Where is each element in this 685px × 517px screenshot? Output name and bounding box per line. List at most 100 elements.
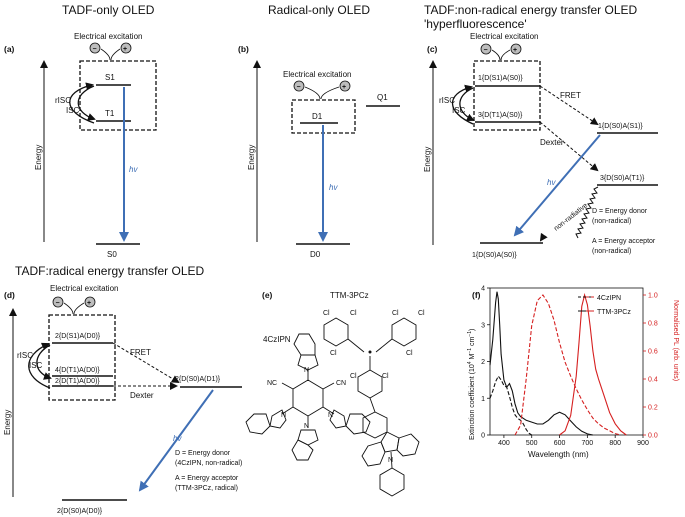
panel-f-label: (f) [472,290,481,300]
chart-ylabel-right: Normalised PL (arb. units) [672,300,679,381]
panel-a-risc-arrow [69,82,95,124]
svg-text:+: + [342,84,346,91]
panel-b-electrode-icon: − + [293,80,351,100]
panel-d-level-ground-label: 2{D(S0)A(D0)} [57,508,103,515]
panel-a-hv: hv [129,165,138,174]
panel-a-electrode-icon: − + [89,42,132,61]
atom-cl-7: Cl [350,373,357,380]
panel-b-label: (b) [238,44,249,54]
svg-text:−: − [297,84,301,91]
panel-c-risc-label: rISC [439,96,455,105]
atom-cl-8: Cl [382,373,389,380]
panel-d-note-acceptor: A = Energy acceptor [175,475,239,482]
chart-ytick-right-label-2: 0.4 [648,377,658,384]
chart-ytick-left-label-1: 1 [481,396,485,403]
panel-d-note-acceptor-type: (TTM-3PCz, radical) [175,485,238,492]
panel-c-level-a-t1-label: 3{D(S0)A(T1)} [600,175,645,182]
chart-xtick-label-4: 800 [609,440,621,447]
chart-xtick-label-2: 600 [554,440,566,447]
svg-text:−: − [56,300,60,307]
molecule-4czipn-structure [245,333,371,461]
panel-c-level-d-s1-label: 1{D(S1)A(S0)} [478,75,523,82]
panel-b: Radical-only OLED (b) Electrical excitat… [238,3,400,259]
panel-c-title: TADF:non-radical energy transfer OLED [424,3,638,17]
panel-d-dexter-label: Dexter [130,391,154,400]
panel-a: TADF-only OLED (a) Electrical excitation… [4,3,157,259]
chart-xtick-label-3: 700 [582,440,594,447]
chart-ytick-left-label-2: 2 [481,359,485,366]
chart-ylabel-left: Extinction coefficient (104 M−1 cm−1) [467,329,476,440]
chart-series-4czipn-absorption [489,375,532,436]
panel-d-isc-arrow [36,344,52,380]
panel-c-dexter-label: Dexter [540,138,564,147]
chart-legend: 4CzIPN TTM-3PCz [578,295,631,316]
panel-b-title: Radical-only OLED [268,3,370,17]
atom-n-left: N [281,412,286,419]
panel-c-fret-label: FRET [560,91,581,100]
panel-d: TADF:radical energy transfer OLED (d) El… [3,264,242,515]
panel-d-fret-arrow [112,342,180,384]
panel-a-risc-label: rISC [55,96,71,105]
panel-d-excitation: Electrical excitation [50,284,118,293]
atom-cl-5: Cl [418,310,425,317]
panel-c-level-ground-label: 1{D(S0)A(S0)} [472,252,517,259]
panel-a-dashed-box [79,60,157,131]
panel-c-note-donor: D = Energy donor [592,208,648,215]
panel-c-dexter-arrow [539,121,599,172]
panel-c-dashed-box [473,60,541,131]
panel-d-fret-label: FRET [130,348,151,357]
molecule-4czipn-label: 4CzIPN [263,335,291,344]
panel-c-axis-label: Energy [423,147,432,172]
molecule-ttm3pcz-structure [323,317,420,497]
chart-xtick-label-0: 400 [498,440,510,447]
atom-cl-2: Cl [350,310,357,317]
panel-e: (e) 4CzIPN TTM-3PCz N N N N [245,290,425,497]
panel-c-note-acceptor: A = Energy acceptor [592,238,656,245]
panel-c-electrode-icon: − + [480,43,522,61]
atom-cl-1: Cl [323,310,330,317]
panel-c-nonradiative-arrowhead [539,232,548,242]
panel-d-axis-label: Energy [3,410,12,435]
panel-c: TADF:non-radical energy transfer OLED 'h… [423,3,658,259]
panel-c-hv: hv [547,178,556,187]
panel-a-axis-label: Energy [34,145,43,170]
panel-c-level-d-t1-label: 3{D(T1)A(S0)} [478,112,523,119]
panel-d-level-quartet-label: 4{D(T1)A(D0)} [55,367,100,374]
atom-n-top: N [304,367,309,374]
chart-series-4czipn-pl [514,294,621,436]
chart-xtick-label-5: 900 [637,440,649,447]
panel-d-electrode-icon: − + [52,296,96,315]
panel-d-label: (d) [4,290,15,300]
panel-a-isc-label: ISC [66,106,80,115]
panel-a-label: (a) [4,44,15,54]
panel-c-note-donor-type: (non-radical) [592,218,631,225]
panel-a-t1-label: T1 [105,109,115,118]
panel-a-s1-label: S1 [105,73,115,82]
panel-c-label: (c) [427,44,438,54]
chart-ytick-left-label-4: 4 [481,286,485,293]
atom-cl-6: Cl [406,350,413,357]
atom-n-carbazole: N [388,457,393,464]
panel-d-emission-arrow [138,389,214,492]
chart-ytick-left-label-0: 0 [481,433,485,440]
panel-d-dashed-box [48,314,116,401]
panel-d-hv: hv [173,434,182,443]
panel-c-fret-arrow [539,85,599,126]
panel-a-excitation: Electrical excitation [74,32,142,41]
panel-d-level-d-s1-label: 2{D(S1)A(D0)} [55,333,101,340]
panel-d-isc-label: ISC [29,361,43,370]
panel-c-level-a-s1-label: 1{D(S0)A(S1)} [598,123,643,130]
svg-text:−: − [93,46,97,53]
panel-c-nonradiative-label: non-radiative [553,202,589,232]
panel-e-label: (e) [262,290,273,300]
svg-text:+: + [123,46,127,53]
atom-n-right: N [328,412,333,419]
panel-c-isc-label: ISC [452,106,466,115]
panel-a-s0-label: S0 [107,250,117,259]
atom-cl-4: Cl [392,310,399,317]
panel-c-subtitle: 'hyperfluorescence' [424,17,527,31]
